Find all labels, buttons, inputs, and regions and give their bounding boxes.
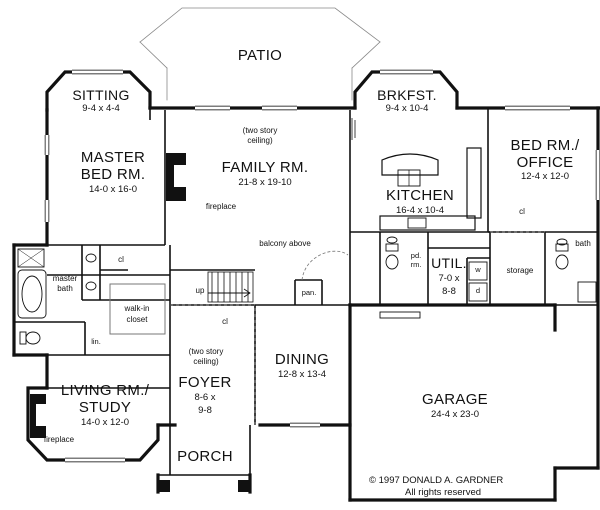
family-note-line1: (two story <box>242 126 278 135</box>
bedroom-label-line1: BED RM./ <box>510 137 580 154</box>
garage-label: GARAGE <box>422 391 488 408</box>
fireplace-family <box>166 153 186 201</box>
fireplace-family-label: fireplace <box>205 202 237 211</box>
util-dims-line1: 7-0 x <box>438 273 460 284</box>
porch-posts <box>158 480 250 492</box>
dining-label: DINING <box>274 351 330 368</box>
washer-label: w <box>475 265 481 274</box>
family-label: FAMILY RM. <box>221 159 309 176</box>
walkin-line1: walk-in <box>124 304 150 313</box>
cl-master-label: cl <box>118 255 124 264</box>
sitting-dims: 9-4 x 4-4 <box>82 103 120 114</box>
walkin-line2: closet <box>126 315 148 324</box>
bedroom-label-line2: OFFICE <box>516 154 574 171</box>
master-bath-line2: bath <box>57 284 73 293</box>
fireplace-living <box>30 394 46 438</box>
balcony-label: balcony above <box>259 239 311 248</box>
pd-rm-line2: rm. <box>410 260 422 269</box>
bath-label: bath <box>575 239 591 248</box>
interior-walls <box>14 108 598 476</box>
pd-rm-line1: pd. <box>410 251 422 260</box>
master-label-line1: MASTER <box>80 149 146 166</box>
foyer-dims-line1: 8-6 x <box>194 392 216 403</box>
kitchen-label: KITCHEN <box>386 187 454 204</box>
util-label: UTIL. <box>431 255 467 271</box>
window-openings <box>45 70 600 462</box>
balcony-curve <box>301 250 349 281</box>
fixtures <box>17 217 597 345</box>
foyer-note-line2: ceiling) <box>193 357 219 366</box>
patio-label: PATIO <box>237 47 283 64</box>
foyer-note-line1: (two story <box>188 347 224 356</box>
cl-foyer-label: cl <box>222 317 228 326</box>
dining-dims: 12-8 x 13-4 <box>277 369 327 380</box>
garage-dims: 24-4 x 23-0 <box>430 409 480 420</box>
fireplace-living-label: fireplace <box>43 435 75 444</box>
window-glazing <box>44 69 600 463</box>
copyright-line1: © 1997 DONALD A. GARDNER <box>369 475 504 486</box>
dashed-openings <box>170 231 545 425</box>
cl-bed-label: cl <box>519 207 525 216</box>
family-note-line2: ceiling) <box>247 136 273 145</box>
living-label-line2: STUDY <box>78 399 132 416</box>
copyright-line2: All rights reserved <box>405 487 482 498</box>
bedroom-dims: 12-4 x 12-0 <box>520 171 570 182</box>
master-bath-line1: master <box>52 274 78 283</box>
doors <box>351 118 356 140</box>
staircase <box>207 271 254 303</box>
family-dims: 21-8 x 19-10 <box>238 177 292 188</box>
master-label-line2: BED RM. <box>80 166 146 183</box>
garage-door <box>379 311 421 319</box>
up-label: up <box>195 286 205 295</box>
kitchen-dims: 16-4 x 10-4 <box>395 205 445 216</box>
pan-label: pan. <box>301 288 317 297</box>
kitchen-island <box>381 153 439 187</box>
living-dims: 14-0 x 12-0 <box>80 417 130 428</box>
lin-label: lin. <box>91 337 101 346</box>
brkfst-dims: 9-4 x 10-4 <box>385 103 429 114</box>
foyer-label: FOYER <box>178 374 232 391</box>
master-dims: 14-0 x 16-0 <box>88 184 138 195</box>
util-dims-line2: 8-8 <box>442 286 456 297</box>
foyer-dims-line2: 9-8 <box>198 405 212 416</box>
dryer-label: d <box>475 286 481 295</box>
sitting-label: SITTING <box>72 87 130 103</box>
storage-label: storage <box>506 266 534 275</box>
brkfst-label: BRKFST. <box>377 87 437 103</box>
patio-outline <box>139 7 381 101</box>
porch-label: PORCH <box>177 448 233 465</box>
living-label-line1: LIVING RM./ <box>60 382 150 399</box>
